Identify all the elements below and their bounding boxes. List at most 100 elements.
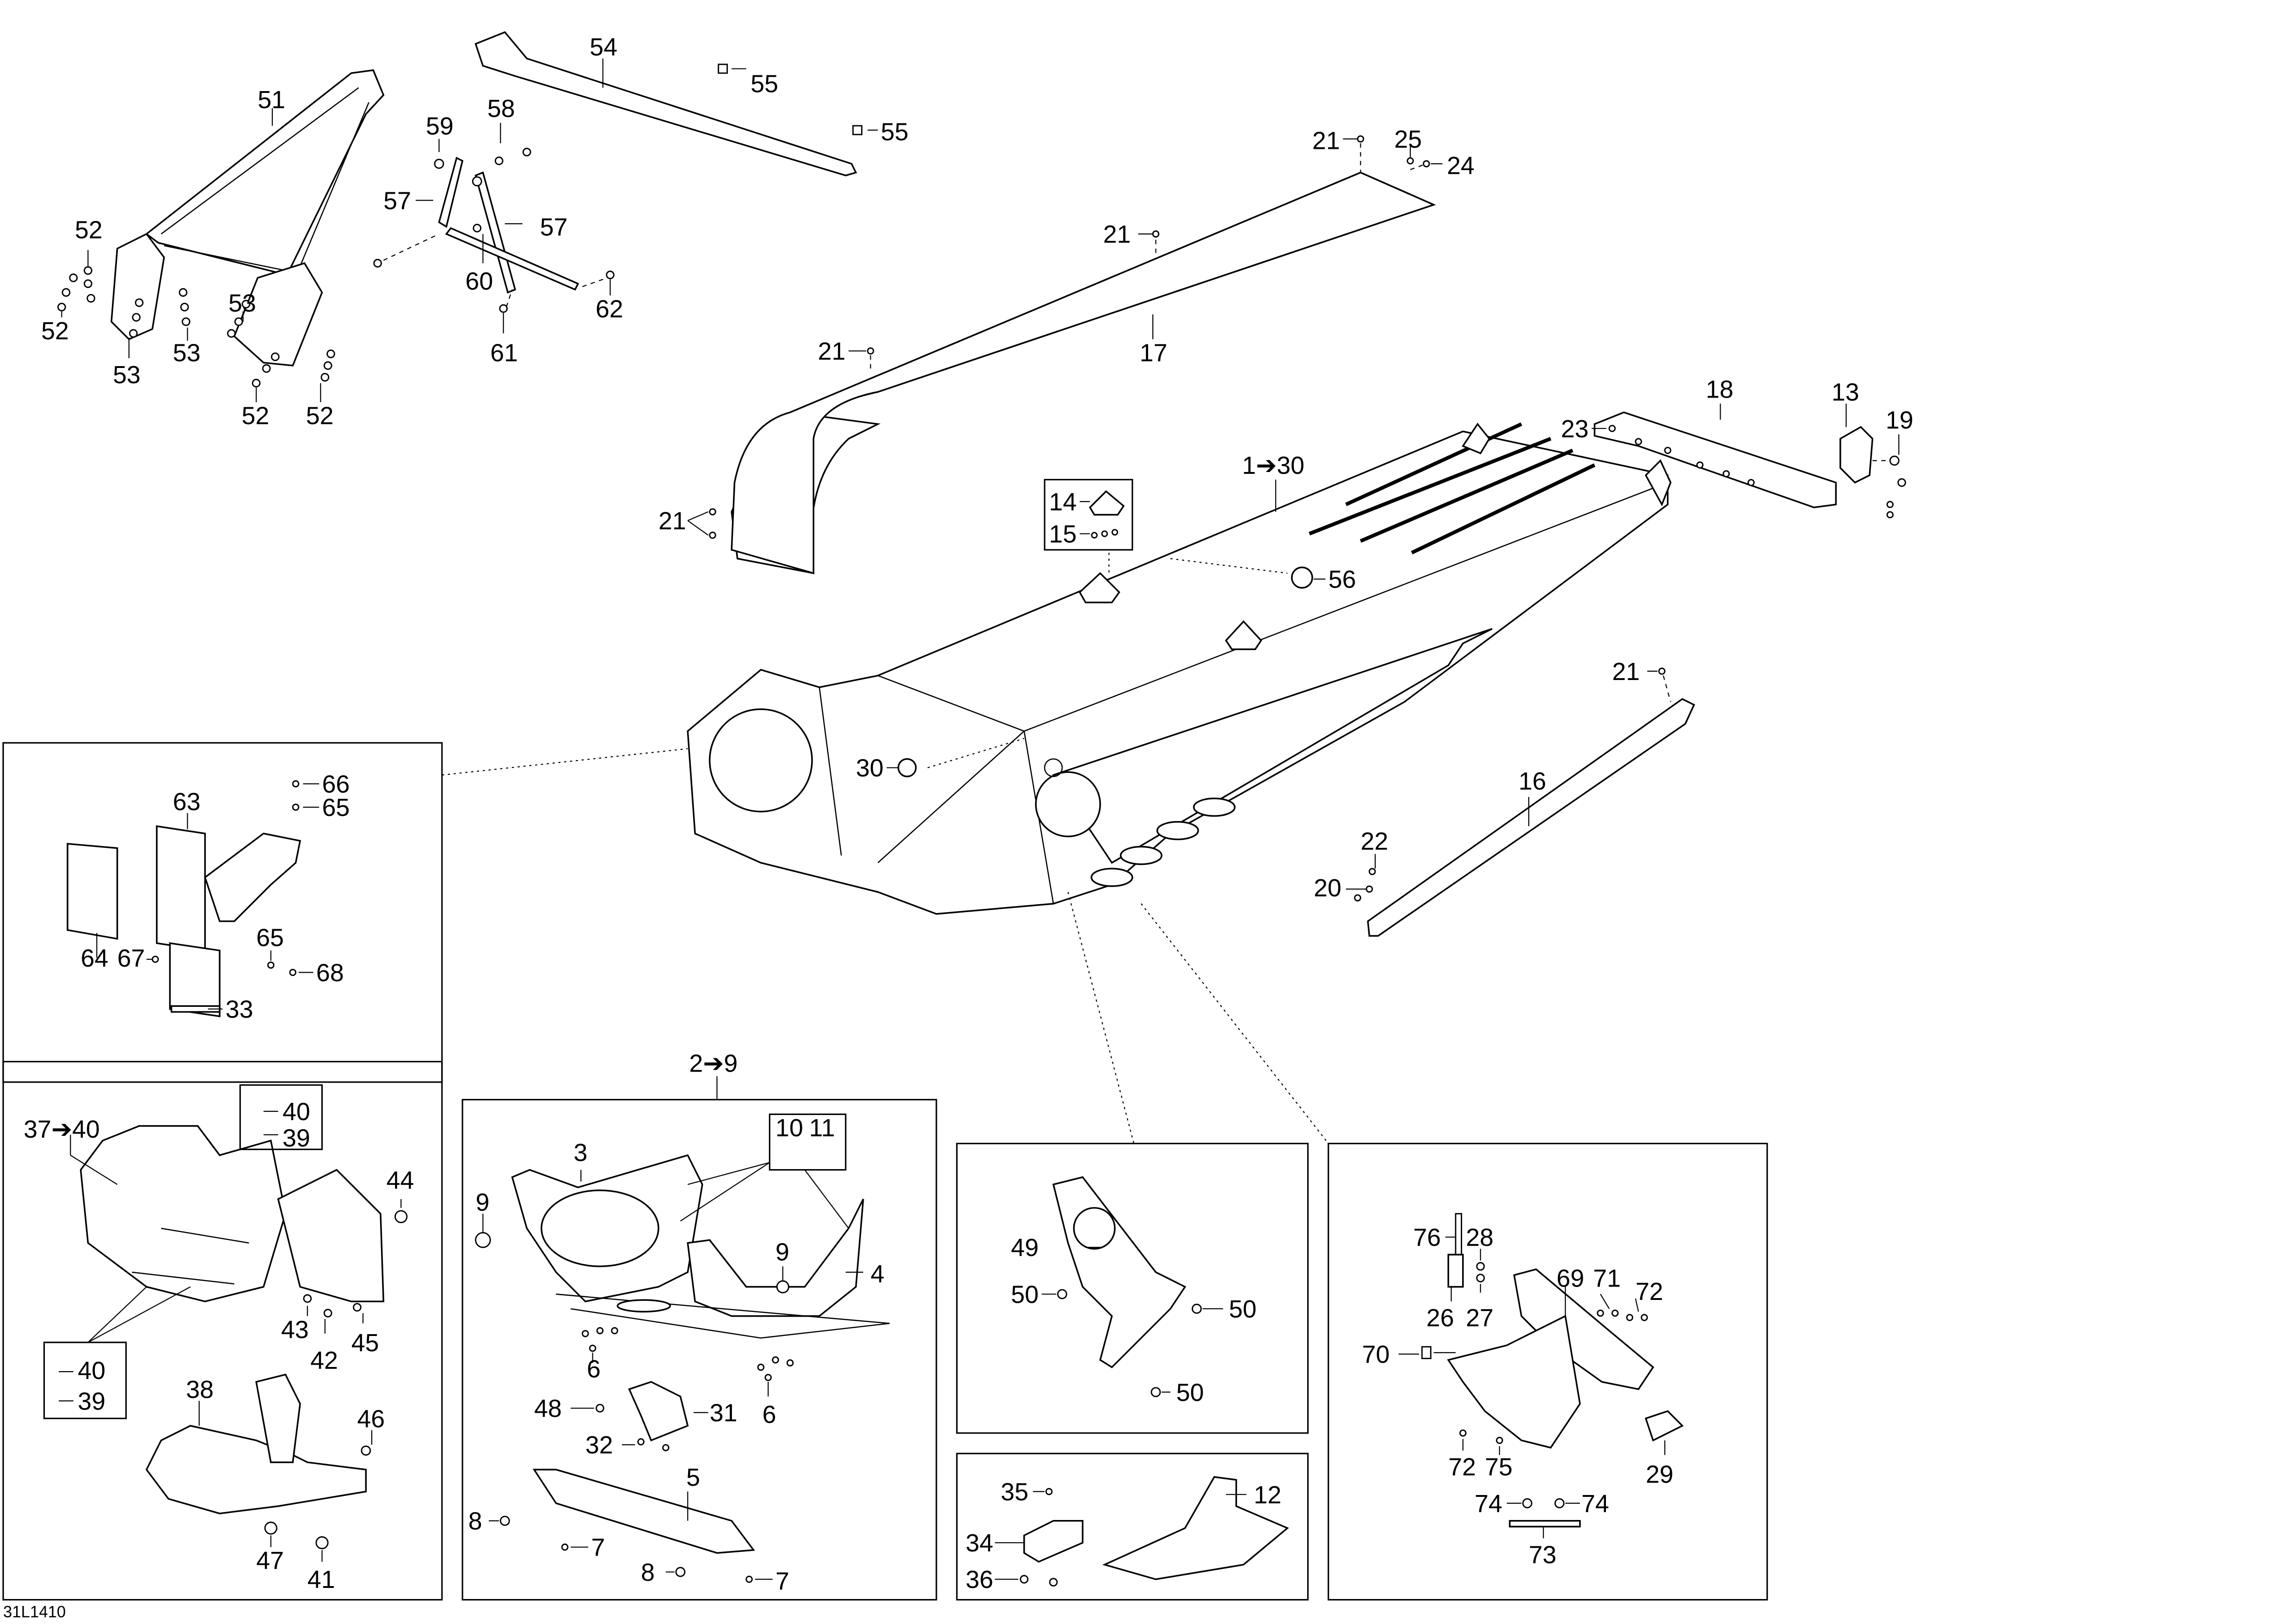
callout-8: 8	[468, 1508, 482, 1535]
callout-51: 51	[258, 86, 285, 114]
panel-63-68	[2, 742, 688, 1083]
callout-15: 15	[1049, 521, 1077, 548]
shock-rod-54	[474, 31, 878, 177]
drawing-id: 31L1410	[3, 1604, 66, 1621]
panel-49-50	[956, 892, 1309, 1434]
callout-21: 21	[1103, 221, 1131, 248]
callout-47: 47	[256, 1547, 284, 1575]
callout-14: 14	[1049, 488, 1077, 516]
arrow-icon: ➔	[1256, 452, 1277, 479]
panel-69-76	[1140, 903, 1768, 1601]
callout-55: 55	[750, 70, 778, 98]
callout-9: 9	[476, 1189, 490, 1216]
callout-52: 52	[41, 317, 69, 345]
callout-64: 64	[81, 944, 109, 972]
callout-69: 69	[1556, 1265, 1584, 1293]
arrow-icon: ➔	[703, 1050, 724, 1078]
group-label-37-40: 37➔40	[24, 1115, 100, 1143]
panel-12-34	[956, 1452, 1309, 1601]
callout-42: 42	[310, 1347, 338, 1374]
callout-36: 36	[966, 1566, 993, 1593]
callout-66: 66	[322, 770, 350, 798]
callout-5: 5	[686, 1464, 700, 1491]
panel-2-9	[461, 1076, 937, 1601]
callout-55: 55	[881, 118, 909, 146]
callout-19: 19	[1886, 406, 1913, 434]
callout-65: 65	[256, 924, 284, 952]
callout-56: 56	[1328, 566, 1356, 594]
callout-60: 60	[465, 267, 493, 295]
callout-labels: 51 54 55 55 59 58 57 57 60 61 62 52 52 5…	[3, 33, 1913, 1621]
callout-38: 38	[186, 1376, 214, 1403]
callout-75: 75	[1485, 1453, 1513, 1481]
callout-50: 50	[1011, 1281, 1039, 1308]
callout-9: 9	[775, 1238, 789, 1266]
callout-61: 61	[490, 339, 518, 367]
callout-6: 6	[763, 1401, 776, 1428]
callout-63: 63	[173, 788, 201, 815]
callout-58: 58	[487, 95, 515, 123]
callout-21: 21	[818, 337, 846, 365]
range-from: 1	[1242, 452, 1256, 479]
callout-33: 33	[226, 996, 253, 1023]
callout-10: 10	[775, 1114, 803, 1142]
callout-54: 54	[590, 33, 617, 61]
callout-57: 57	[540, 213, 568, 241]
callout-52: 52	[241, 402, 269, 429]
callout-49: 49	[1011, 1234, 1039, 1262]
callout-72: 72	[1448, 1453, 1476, 1481]
callout-3: 3	[574, 1139, 588, 1167]
bracket-box-14-15	[1044, 478, 1133, 551]
callout-76: 76	[1413, 1224, 1441, 1251]
slide-rail-16	[1346, 668, 1695, 937]
callout-22: 22	[1360, 827, 1388, 855]
rear-a-arm-51	[111, 69, 385, 367]
callout-40: 40	[283, 1098, 310, 1126]
rear-bumper-18	[1592, 404, 1907, 519]
callout-7: 7	[775, 1567, 789, 1595]
callout-74: 74	[1581, 1490, 1609, 1518]
group-label-2-9: 2➔9	[689, 1050, 738, 1078]
callout-30: 30	[856, 754, 884, 782]
callout-4: 4	[871, 1260, 885, 1288]
tunnel-frame-assembly	[687, 422, 1672, 915]
callout-29: 29	[1646, 1460, 1673, 1488]
callout-34: 34	[966, 1529, 993, 1557]
callout-32: 32	[585, 1431, 613, 1459]
callout-40: 40	[78, 1357, 105, 1385]
callout-59: 59	[426, 112, 454, 140]
callout-39: 39	[78, 1387, 105, 1415]
callout-50: 50	[1176, 1379, 1204, 1406]
callout-21: 21	[658, 507, 686, 535]
callout-8: 8	[641, 1558, 655, 1586]
callout-73: 73	[1529, 1541, 1556, 1569]
hardware-52-53	[57, 250, 335, 402]
callout-52: 52	[75, 216, 103, 244]
callout-21: 21	[1612, 658, 1640, 686]
range-from: 37	[24, 1115, 51, 1143]
callout-53: 53	[228, 289, 256, 317]
callout-50: 50	[1229, 1295, 1257, 1323]
callout-52: 52	[306, 402, 334, 429]
callout-46: 46	[357, 1405, 385, 1433]
callout-24: 24	[1447, 152, 1475, 179]
callout-41: 41	[308, 1566, 335, 1593]
callout-68: 68	[316, 959, 344, 987]
callout-17: 17	[1140, 339, 1168, 367]
callout-21: 21	[1312, 127, 1340, 155]
callout-11: 11	[809, 1114, 835, 1142]
callout-7: 7	[591, 1534, 605, 1562]
panel-37-40	[2, 1060, 443, 1601]
callout-53: 53	[113, 361, 141, 389]
callout-25: 25	[1394, 125, 1422, 153]
callout-31: 31	[710, 1399, 738, 1427]
tunnel-cover-17	[687, 135, 1443, 575]
callout-20: 20	[1314, 874, 1341, 902]
callout-53: 53	[173, 339, 201, 367]
callout-72: 72	[1636, 1278, 1663, 1305]
range-to: 9	[724, 1050, 738, 1078]
callout-43: 43	[281, 1316, 309, 1343]
callout-6: 6	[587, 1355, 601, 1383]
range-from: 2	[689, 1050, 703, 1078]
